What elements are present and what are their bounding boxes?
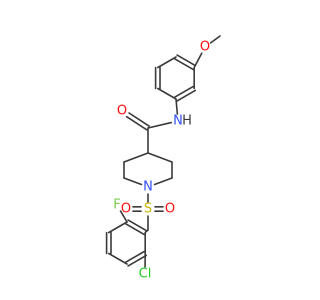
atom-label-n: N: [143, 180, 153, 195]
double-bond: [125, 250, 145, 263]
double-bond: [128, 112, 151, 127]
double-bond: [125, 115, 148, 131]
single-bond: [108, 221, 128, 234]
atom-label-o: O: [165, 202, 175, 217]
single-bond: [123, 152, 149, 163]
atom-label-h: H: [182, 114, 192, 129]
double-bond: [127, 254, 148, 267]
single-bond: [209, 35, 221, 44]
double-bond: [125, 223, 145, 236]
atom-label-o: O: [121, 202, 131, 217]
atom-label-o: O: [117, 104, 127, 119]
double-bond: [127, 219, 148, 232]
single-bond: [119, 210, 128, 223]
single-bond: [108, 252, 128, 265]
single-bond: [147, 152, 173, 163]
atom-label-s: S: [144, 202, 152, 217]
single-bond: [175, 98, 179, 115]
atom-label-f: F: [113, 198, 120, 213]
atom-label-o: O: [200, 40, 210, 55]
single-bond: [157, 56, 177, 69]
atom-label-cl: Cl: [139, 267, 152, 282]
bond-layer: [105, 35, 221, 268]
double-bond: [176, 89, 197, 102]
double-bond: [174, 58, 194, 71]
single-bond: [147, 121, 172, 129]
single-bond: [157, 87, 177, 100]
single-bond: [153, 177, 173, 186]
single-bond: [123, 177, 143, 186]
atom-label-n: N: [173, 114, 183, 129]
double-bond: [176, 54, 197, 67]
double-bond: [174, 85, 194, 98]
